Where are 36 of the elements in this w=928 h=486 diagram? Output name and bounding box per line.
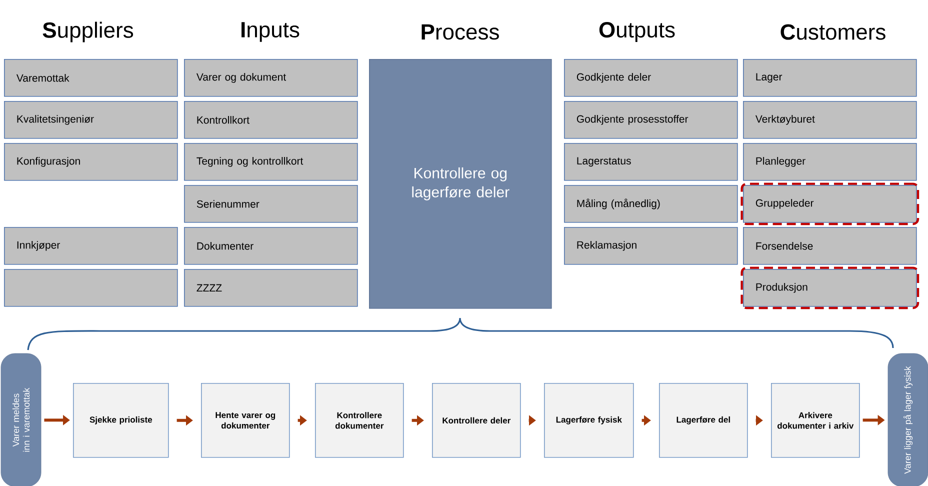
column-heading: Outputs bbox=[599, 22, 675, 42]
empty-box bbox=[4, 269, 178, 307]
list-box: Godkjente deler bbox=[564, 59, 738, 97]
list-box: Gruppeleder bbox=[743, 185, 917, 223]
list-box: Konfigurasjon bbox=[4, 143, 178, 181]
list-box: Tegning og kontrollkort bbox=[184, 143, 358, 181]
step-box: Sjekke prioliste bbox=[73, 383, 169, 458]
list-box: Serienummer bbox=[184, 185, 358, 223]
step-box: Lagerføre del bbox=[659, 383, 748, 458]
column-heading: Suppliers bbox=[42, 22, 134, 42]
list-box: Kontrollkort bbox=[184, 101, 358, 139]
process-box: Kontrollere og lagerføre deler bbox=[369, 59, 552, 309]
list-box: Reklamasjon bbox=[564, 227, 738, 265]
list-box: Kvalitetsingeniør bbox=[4, 101, 178, 139]
list-box: Dokumenter bbox=[184, 227, 358, 265]
list-box: Verktøyburet bbox=[743, 101, 917, 139]
list-box: Forsendelse bbox=[743, 227, 917, 265]
step-box: Hente varer og dokumenter bbox=[201, 383, 290, 458]
step-box: Kontrollere deler bbox=[432, 383, 521, 458]
list-box: Lager bbox=[743, 59, 917, 97]
list-box: Lagerstatus bbox=[564, 143, 738, 181]
list-box: Varemottak bbox=[4, 59, 178, 97]
list-box: Måling (månedlig) bbox=[564, 185, 738, 223]
list-box: Godkjente prosesstoffer bbox=[564, 101, 738, 139]
terminal-box: Varer meldes inn i varemottak bbox=[0, 353, 42, 486]
step-box: Kontrollere dokumenter bbox=[315, 383, 404, 458]
step-box: Arkivere dokumenter i arkiv bbox=[771, 383, 860, 458]
terminal-box: Varer ligger på lager fysisk bbox=[888, 353, 928, 486]
step-box: Lagerføre fysisk bbox=[544, 383, 634, 458]
column-heading: Inputs bbox=[242, 22, 300, 42]
list-box: Produksjon bbox=[743, 269, 917, 307]
list-box: ZZZZ bbox=[184, 269, 358, 307]
list-box: Varer og dokument bbox=[184, 59, 358, 97]
column-heading: Customers bbox=[780, 24, 886, 40]
list-box: Innkjøper bbox=[4, 227, 178, 265]
list-box: Planlegger bbox=[743, 143, 917, 181]
